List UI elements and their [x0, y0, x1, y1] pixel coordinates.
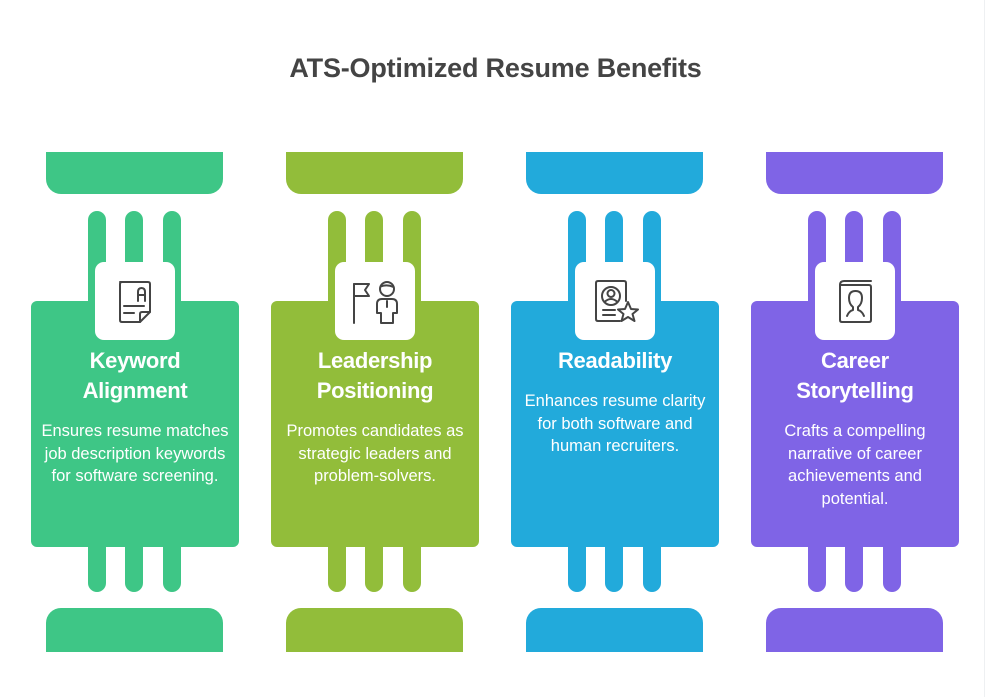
pillar-body: [511, 301, 719, 547]
pillar-icon-box: [335, 262, 415, 340]
pillar-stripe: [365, 546, 383, 592]
pillar-title-line: Keyword: [89, 348, 181, 373]
pillar-icon-box: [575, 262, 655, 340]
pillar-description: Promotes candidates as strategic leaders…: [286, 422, 464, 485]
pillar-top-cap: [286, 152, 463, 194]
pillar-bottom-cap: [46, 608, 223, 652]
pillar-icon-box: [95, 262, 175, 340]
pillar-description: Enhances resume clarity for both softwar…: [524, 392, 706, 455]
pillar-body: [271, 301, 479, 547]
pillar-readability: Readability Enhances resume clarity for …: [480, 0, 720, 697]
biography-book-icon: [839, 280, 872, 323]
pillar-title-line: Positioning: [316, 378, 434, 403]
pillar-title: Career Storytelling: [751, 346, 959, 406]
pillar-title: Keyword Alignment: [31, 346, 239, 406]
pillar-keyword-alignment: Keyword Alignment Ensures resume matches…: [0, 0, 240, 697]
pillar-stripe: [883, 546, 901, 592]
pillar-title-line: Career: [821, 348, 889, 373]
pillar-bottom-cap: [286, 608, 463, 652]
pillar-leadership-positioning: Leadership Positioning Promotes candidat…: [240, 0, 480, 697]
pillar-stripe: [568, 546, 586, 592]
pillar-stripe: [403, 546, 421, 592]
pillar-title: Leadership Positioning: [271, 346, 479, 406]
pillar-top-cap: [766, 152, 943, 194]
pillar-title: Readability: [511, 346, 719, 376]
pillar-stripe: [605, 546, 623, 592]
pillar-bottom-cap: [526, 608, 703, 652]
document-letter-icon: [119, 281, 151, 323]
pillar-stripe: [163, 546, 181, 592]
pillar-stripe: [328, 546, 346, 592]
pillar-stripe: [125, 546, 143, 592]
pillar-top-cap: [526, 152, 703, 194]
pillar-career-storytelling: Career Storytelling Crafts a compelling …: [720, 0, 960, 697]
pillar-title-line: Readability: [557, 348, 673, 373]
pillar-title-line: Alignment: [82, 378, 188, 403]
pillar-icon-box: [815, 262, 895, 340]
profile-star-icon: [595, 280, 639, 322]
pillar-bottom-cap: [766, 608, 943, 652]
diagram-title: ATS-Optimized Resume Benefits: [289, 53, 702, 83]
right-edge-divider: [984, 0, 985, 697]
leader-flag-icon: [353, 281, 398, 324]
pillar-title-line: Storytelling: [796, 378, 914, 403]
pillar-body: [31, 301, 239, 547]
pillar-title-line: Leadership: [317, 348, 433, 373]
pillar-body: [751, 301, 959, 547]
pillar-description: Ensures resume matches job description k…: [41, 422, 229, 485]
pillar-stripe: [845, 546, 863, 592]
pillar-description: Crafts a compelling narrative of career …: [784, 422, 926, 508]
pillar-top-cap: [46, 152, 223, 194]
pillar-stripe: [808, 546, 826, 592]
pillar-stripe: [88, 546, 106, 592]
pillar-stripe: [643, 546, 661, 592]
